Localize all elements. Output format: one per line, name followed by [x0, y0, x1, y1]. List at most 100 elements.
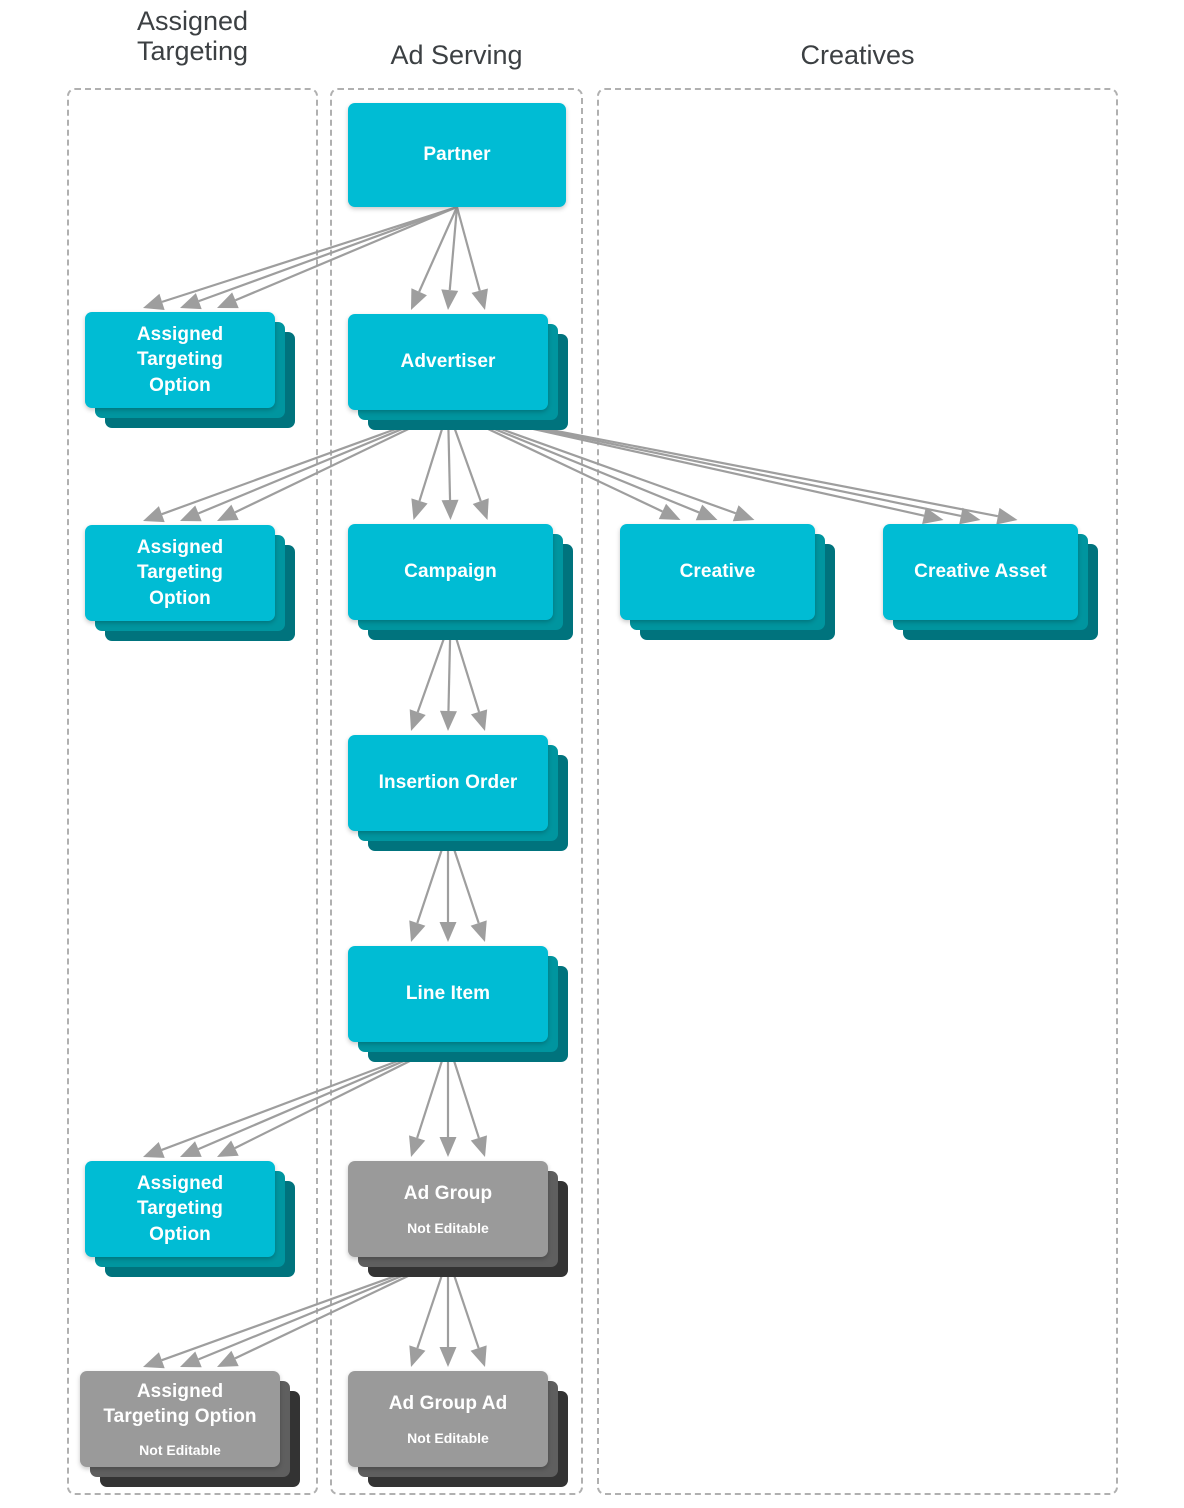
- edge-arrowhead: [143, 506, 165, 523]
- edge-line: [161, 205, 458, 303]
- node-label-line: Assigned: [136, 324, 224, 346]
- node-readonly-badge: Not Editable: [139, 1442, 221, 1459]
- node-label-line: Partner: [423, 144, 491, 166]
- edge-arrowhead: [409, 1345, 426, 1367]
- column-header-line: Ad Serving: [390, 40, 523, 70]
- node-label-line: Targeting: [136, 562, 224, 584]
- edge-arrowhead: [658, 503, 681, 520]
- node-creative-asset[interactable]: Creative Asset: [883, 524, 1102, 644]
- node-label-line: Ad Group: [403, 1183, 493, 1205]
- node-creative[interactable]: Creative: [620, 524, 839, 644]
- edge-arrowhead: [996, 507, 1018, 525]
- edge-arrowhead: [439, 710, 457, 731]
- edge-arrowhead: [439, 1347, 457, 1367]
- node-advertiser[interactable]: Advertiser: [348, 314, 572, 434]
- node-label: Partner: [415, 142, 498, 167]
- edge-arrowhead: [411, 498, 428, 520]
- node-label-line: Campaign: [404, 561, 497, 583]
- edge-arrowhead: [409, 920, 426, 942]
- node-label-line: Assigned: [136, 1173, 224, 1195]
- node-label: Creative: [672, 559, 764, 584]
- node-label: Creative Asset: [906, 559, 1055, 584]
- edge-arrowhead: [732, 505, 755, 522]
- edge-arrowhead: [695, 504, 718, 521]
- node-label: Line Item: [398, 981, 498, 1006]
- edge-arrowhead: [472, 498, 489, 520]
- node-label: Advertiser: [393, 349, 504, 374]
- edge-arrowhead: [959, 507, 981, 525]
- edge-line: [198, 205, 458, 303]
- edge-line: [418, 206, 459, 293]
- edge-arrowhead: [439, 922, 457, 942]
- node-label: Insertion Order: [371, 770, 526, 795]
- edge-arrowhead: [411, 288, 427, 310]
- group-box-ad-serving: [330, 88, 583, 1495]
- edge-arrowhead: [470, 709, 488, 731]
- node-label: Campaign: [396, 559, 505, 584]
- edge-arrowhead: [180, 1351, 202, 1368]
- node-label-line: Targeting: [136, 1198, 224, 1220]
- edge-arrowhead: [470, 1135, 487, 1157]
- edge-arrowhead: [922, 507, 944, 524]
- node-card-insertion-order[interactable]: Insertion Order: [348, 735, 548, 831]
- edge-arrowhead: [180, 1141, 202, 1157]
- edge-line: [455, 206, 481, 291]
- node-label-line: Insertion Order: [378, 772, 518, 794]
- node-label-line: Creative Asset: [914, 561, 1047, 583]
- node-card-creative[interactable]: Creative: [620, 524, 815, 620]
- edge-arrowhead: [470, 920, 487, 942]
- group-box-assigned-targeting: [67, 88, 318, 1495]
- edge-arrowhead: [143, 1141, 165, 1158]
- edge-arrowhead: [217, 1350, 239, 1367]
- group-box-creatives: [597, 88, 1118, 1495]
- edge-line: [448, 206, 459, 291]
- edge-partner-to-assigned-targeting-option-partner: [143, 205, 458, 310]
- node-card-advertiser[interactable]: Advertiser: [348, 314, 548, 410]
- node-label-line: Option: [149, 374, 211, 396]
- edge-arrowhead: [409, 1135, 426, 1157]
- node-card-creative-asset[interactable]: Creative Asset: [883, 524, 1078, 620]
- node-insertion-order[interactable]: Insertion Order: [348, 735, 572, 855]
- node-label-line: Option: [149, 587, 211, 609]
- node-card-line-item[interactable]: Line Item: [348, 946, 548, 1042]
- node-line-item[interactable]: Line Item: [348, 946, 572, 1066]
- edge-arrowhead: [409, 709, 426, 731]
- edge-arrowhead: [217, 1140, 239, 1157]
- node-label-line: Targeting Option: [103, 1406, 257, 1428]
- node-label: Ad Group: [396, 1181, 500, 1206]
- node-label-line: Targeting: [136, 349, 224, 371]
- edge-arrowhead: [180, 293, 202, 310]
- node-card-campaign[interactable]: Campaign: [348, 524, 553, 620]
- column-header-ad-serving: Ad Serving: [330, 40, 583, 70]
- edge-arrowhead: [441, 289, 459, 310]
- edge-arrowhead: [217, 504, 239, 521]
- edge-arrowhead: [471, 288, 488, 310]
- node-partner[interactable]: Partner: [348, 103, 590, 231]
- edge-arrowhead: [180, 505, 202, 522]
- edge-arrowhead: [470, 1345, 487, 1367]
- column-header-line: Assigned: [136, 6, 249, 36]
- node-campaign[interactable]: Campaign: [348, 524, 577, 644]
- node-card-partner[interactable]: Partner: [348, 103, 566, 207]
- edge-arrowhead: [441, 499, 459, 520]
- node-label-line: Assigned: [136, 537, 224, 559]
- column-header-line: Targeting: [136, 36, 249, 67]
- node-label-line: Option: [149, 1223, 211, 1245]
